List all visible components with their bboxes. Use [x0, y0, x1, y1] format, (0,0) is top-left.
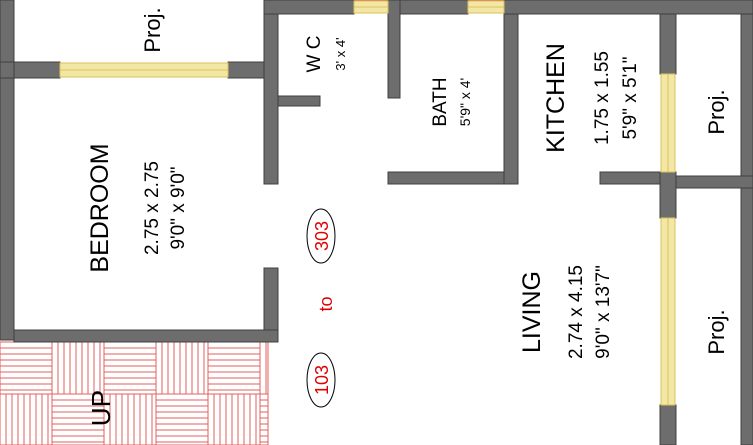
wall-top-right	[503, 0, 753, 15]
wall-proj-edge-top	[740, 13, 753, 177]
bedroom-metric: 2.75 x 2.75	[142, 161, 163, 255]
kitchen-name: KITCHEN	[542, 43, 570, 153]
wc-size: 3' x 4'	[333, 37, 348, 70]
wall-bath-kitchen	[503, 0, 519, 185]
living-name: LIVING	[518, 271, 546, 353]
wc-label: W C 3' x 4'	[304, 36, 348, 73]
stair-up-label: UP	[86, 390, 116, 426]
unit-to-word: to	[316, 296, 336, 311]
projection-labels: Proj. Proj. Proj.	[140, 7, 729, 354]
wall-proj-sep	[675, 175, 753, 189]
kitchen-label: KITCHEN 1.75 x 1.55 5'9" x 5'1"	[542, 43, 641, 153]
tile-cell	[259, 393, 269, 445]
unit-to-ellipse	[306, 208, 336, 264]
kitchen-metric: 1.75 x 1.55	[592, 51, 613, 145]
stair-tiles	[0, 341, 269, 445]
living-imperial: 9'0" x 13'7"	[593, 265, 614, 359]
bedroom-imperial: 9'0" x 9'0"	[168, 166, 189, 249]
wall-left-upper	[0, 0, 15, 71]
unit-to: 303	[312, 221, 332, 251]
wall-bedroom-right-upper	[263, 0, 279, 185]
wall-wc-top-left	[263, 0, 355, 15]
unit-from-ellipse	[306, 352, 336, 408]
proj-top: Proj.	[140, 7, 165, 52]
windows	[59, 0, 676, 406]
living-label: LIVING 2.74 x 4.15 9'0" x 13'7"	[518, 265, 614, 359]
wall-proj-edge-bottom	[740, 187, 753, 445]
bath-label: BATH 5'9" x 4'	[430, 77, 473, 126]
wall-bedroom-right-lower	[263, 267, 279, 341]
proj-right-bottom: Proj.	[704, 309, 729, 354]
wall-right-mid	[659, 171, 677, 219]
wall-right-upper	[659, 13, 677, 75]
wall-right-lower	[659, 404, 677, 445]
unit-range: 303 to 103	[306, 208, 336, 408]
bedroom-label: BEDROOM 2.75 x 2.75 9'0" x 9'0"	[86, 143, 189, 272]
wall-wc-stub	[277, 95, 321, 107]
wall-bedroom-top-left	[13, 61, 61, 79]
wall-wc-bath-divider	[387, 0, 401, 99]
bedroom-name: BEDROOM	[86, 143, 114, 272]
bath-name: BATH	[430, 77, 451, 126]
wall-left-mid	[0, 69, 15, 341]
kitchen-imperial: 5'9" x 5'1"	[620, 56, 641, 139]
wc-name: W C	[304, 36, 325, 73]
wall-bath-bottom	[387, 171, 517, 185]
living-metric: 2.74 x 4.15	[566, 265, 587, 359]
unit-from: 103	[312, 365, 332, 395]
wall-bedroom-bottom	[13, 329, 279, 343]
bath-size: 5'9" x 4'	[457, 78, 473, 126]
proj-right-top: Proj.	[704, 89, 729, 134]
